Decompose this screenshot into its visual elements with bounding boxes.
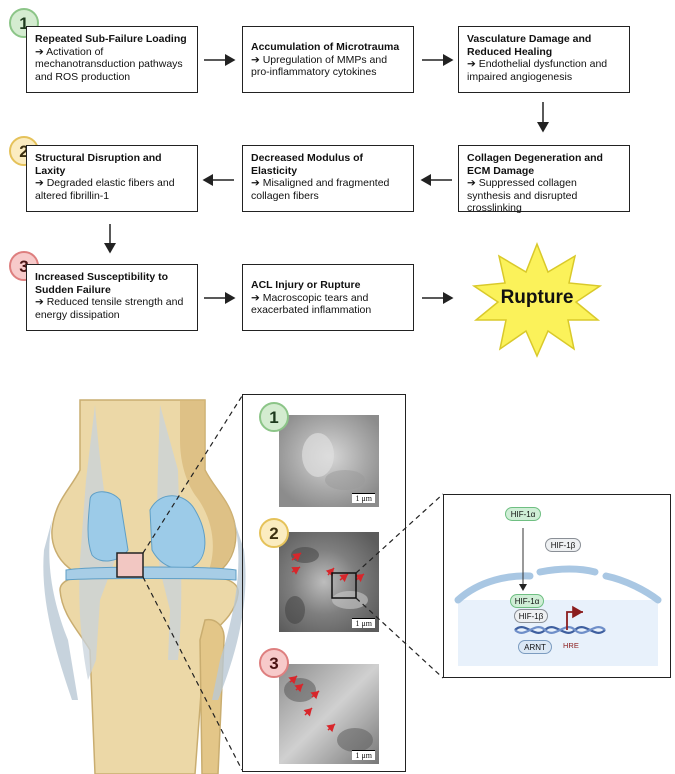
micrograph-badge-2: 2 <box>259 518 289 548</box>
micrograph-2-zoom-box <box>331 572 357 599</box>
flow-box-collagen-degeneration: Collagen Degeneration and ECM Damage ➔ S… <box>458 145 630 214</box>
hif1b-cytoplasm: HIF-1β <box>545 538 581 552</box>
flow-box-microtrauma: Accumulation of Microtrauma ➔ Upregulati… <box>242 26 414 93</box>
hre-label: HRE <box>563 641 579 650</box>
knee-illustration <box>43 399 246 774</box>
hif-pathway-panel <box>443 494 671 678</box>
flow-box-desc: ➔ Macroscopic tears and exacerbated infl… <box>251 291 372 317</box>
scale-bar-label: 1 μm <box>352 750 375 760</box>
micrograph-badge-3: 3 <box>259 648 289 678</box>
flow-box-title: Repeated Sub-Failure Loading <box>35 33 187 45</box>
flow-box-desc: ➔ Misaligned and fragmented collagen fib… <box>251 177 390 202</box>
rupture-label: Rupture <box>500 287 574 308</box>
flow-box-title: ACL Injury or Rupture <box>251 279 361 291</box>
flow-box-desc: ➔ Activation of mechanotransduction path… <box>35 45 183 83</box>
acl-highlight-box <box>116 552 144 578</box>
flow-box-repeated-loading: Repeated Sub-Failure Loading ➔ Activatio… <box>26 26 198 93</box>
micrograph-3: 1 μm <box>279 664 379 764</box>
flow-box-desc: ➔ Endothelial dysfunction and impaired a… <box>467 58 608 83</box>
micrograph-2: 1 μm <box>279 532 379 632</box>
arnt-label: ARNT <box>518 640 552 654</box>
micrograph-badge-1: 1 <box>259 402 289 432</box>
flow-box-susceptibility: Increased Susceptibility to Sudden Failu… <box>26 264 198 331</box>
flow-box-title: Vasculature Damage and Reduced Healing <box>467 33 592 58</box>
flow-box-desc: ➔ Reduced tensile strength and energy di… <box>35 296 184 321</box>
flow-box-title: Collagen Degeneration and ECM Damage <box>467 152 603 177</box>
flow-box-desc: ➔ Degraded elastic fibers and altered fi… <box>35 177 175 202</box>
flow-box-modulus: Decreased Modulus of Elasticity ➔ Misali… <box>242 145 414 212</box>
flow-box-title: Increased Susceptibility to Sudden Failu… <box>35 271 169 296</box>
flow-box-title: Decreased Modulus of Elasticity <box>251 152 364 177</box>
flow-box-desc: ➔ Upregulation of MMPs and pro-inflammat… <box>251 53 388 79</box>
rupture-burst <box>471 241 603 358</box>
scale-bar-label: 1 μm <box>352 493 375 503</box>
flow-box-acl-injury: ACL Injury or Rupture ➔ Macroscopic tear… <box>242 264 414 331</box>
flow-box-desc: ➔ Suppressed collagen synthesis and disr… <box>467 177 578 214</box>
flow-box-structural-disruption: Structural Disruption and Laxity ➔ Degra… <box>26 145 198 212</box>
flow-box-vasculature: Vasculature Damage and Reduced Healing ➔… <box>458 26 630 93</box>
scale-bar-label: 1 μm <box>352 618 375 628</box>
hif1a-cytoplasm: HIF-1α <box>505 507 541 521</box>
micrograph-1: 1 μm <box>279 415 379 507</box>
micrograph-panel <box>242 394 406 772</box>
flow-box-title: Structural Disruption and Laxity <box>35 152 162 177</box>
hif1a-nucleus: HIF-1α <box>510 594 544 608</box>
flow-box-title: Accumulation of Microtrauma <box>251 41 400 53</box>
hif1b-nucleus: HIF-1β <box>514 609 548 623</box>
